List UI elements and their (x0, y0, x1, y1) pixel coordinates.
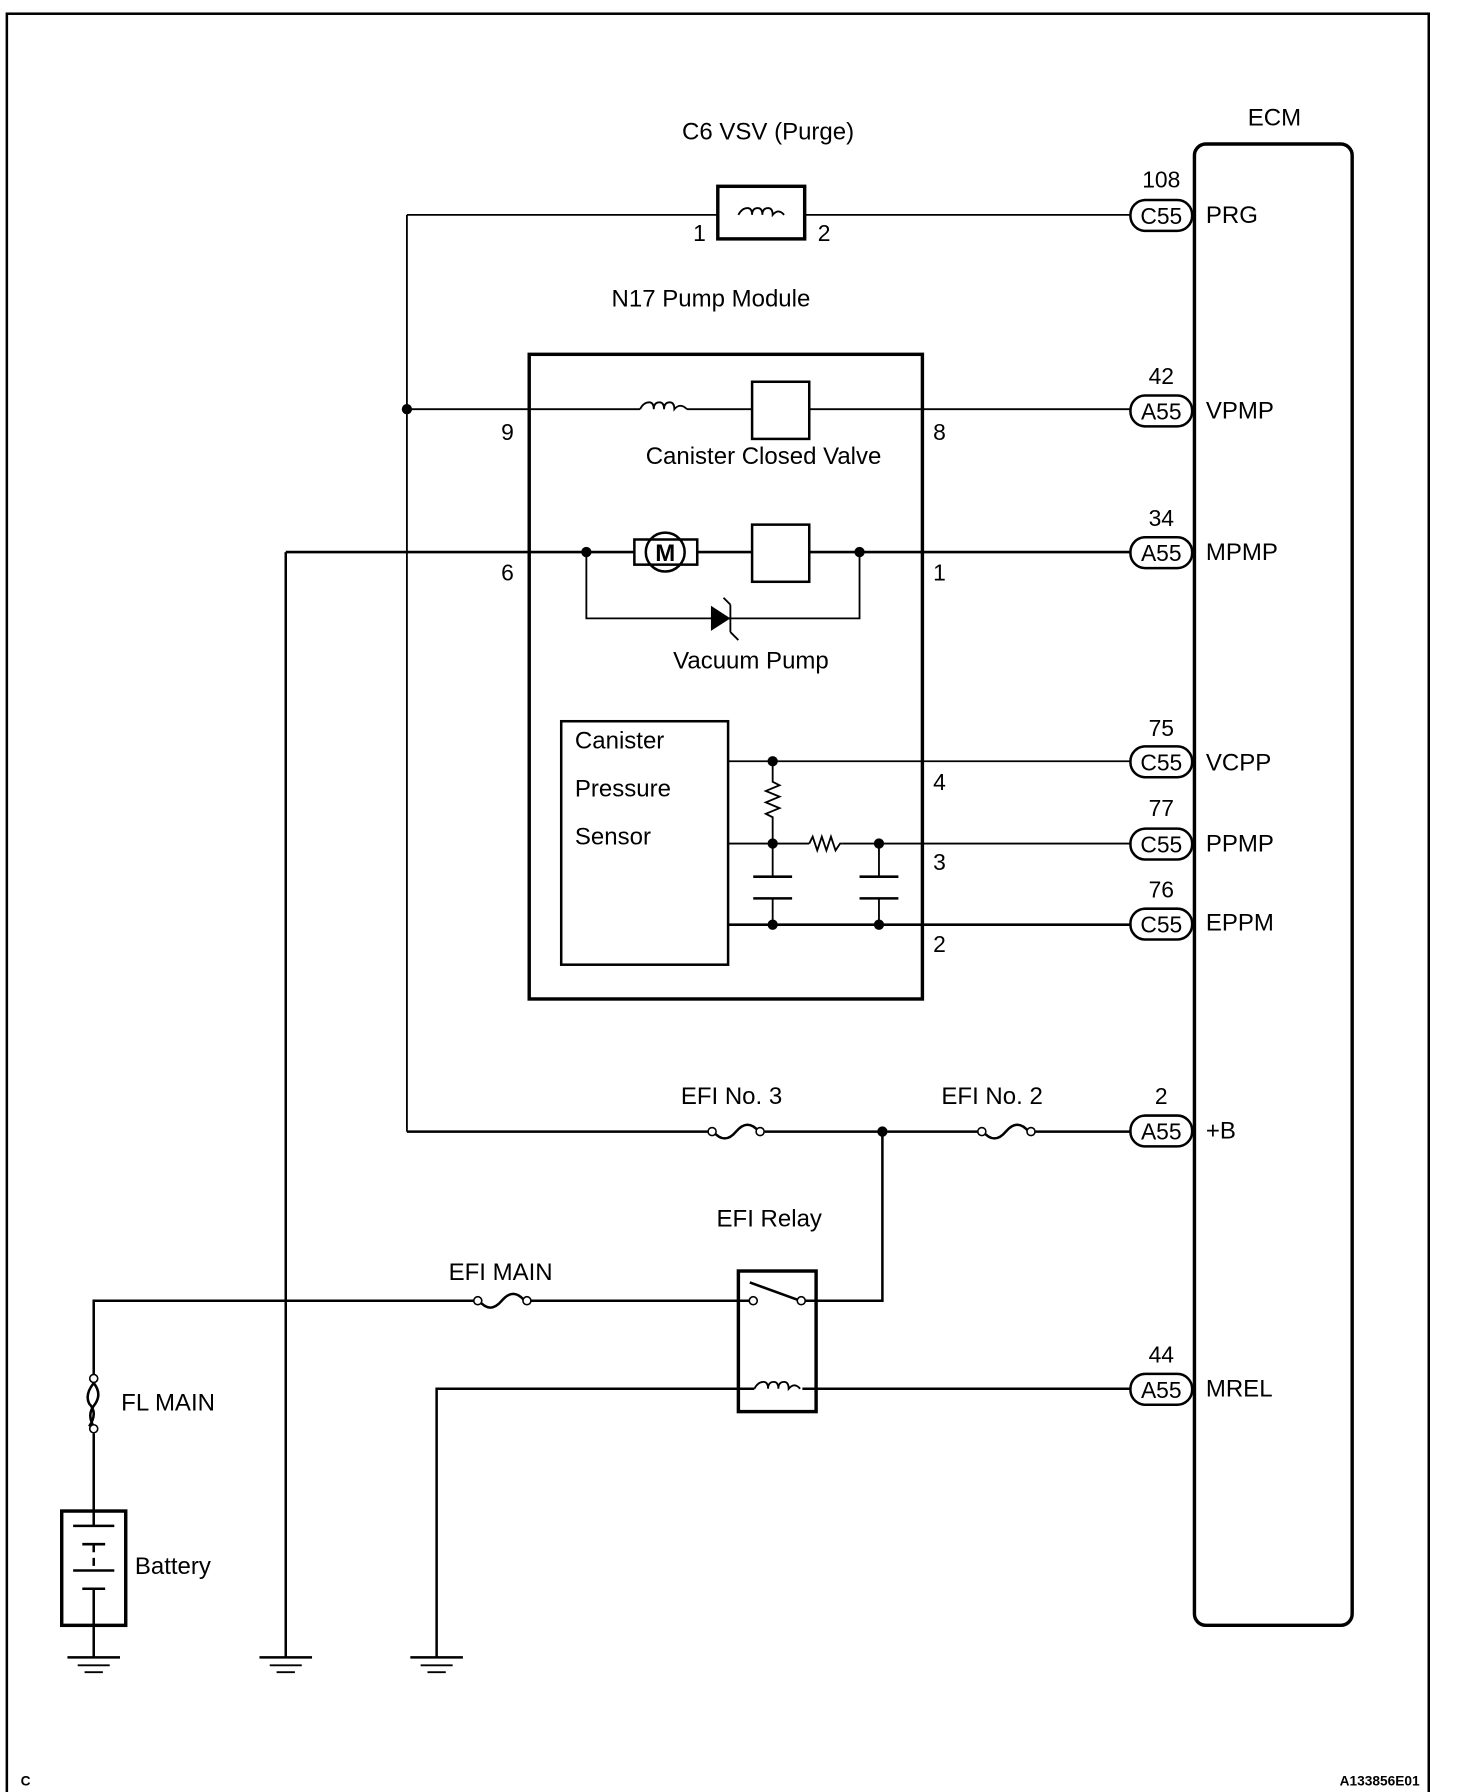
fuse-efi-main-icon (472, 1292, 532, 1309)
capacitor-icon (753, 843, 793, 925)
junction-dot (581, 546, 592, 558)
connector-id: A55 (1141, 540, 1182, 566)
terminal-pin-number: 77 (1149, 795, 1174, 821)
ground-icon (67, 1656, 121, 1674)
motor-icon (644, 531, 686, 573)
terminal-pin-number: 2 (1155, 1083, 1168, 1109)
battery-label: Battery (135, 1553, 211, 1580)
terminal-name: EPPM (1206, 909, 1274, 936)
fuse-efi-no3-icon (707, 1123, 765, 1140)
series-resistor-icon (808, 833, 843, 854)
connector-id: A55 (1141, 398, 1182, 424)
pump-pin-6: 6 (501, 560, 514, 586)
ecm-terminal-eppm: 76 C55 EPPM (1129, 876, 1274, 941)
efi-no2-label: EFI No. 2 (941, 1083, 1042, 1110)
efi-main-label: EFI MAIN (449, 1259, 553, 1286)
pump-module-label: N17 Pump Module (612, 285, 811, 312)
terminal-pin-number: 42 (1149, 363, 1174, 389)
pump-pin-4: 4 (933, 769, 946, 795)
ecm-terminal-ppmp: 77 C55 PPMP (1129, 795, 1274, 861)
terminal-name: VPMP (1206, 397, 1274, 424)
terminal-name: +B (1206, 1117, 1236, 1144)
terminal-name: MREL (1206, 1376, 1273, 1403)
pump-pin-2: 2 (933, 931, 946, 957)
pump-valve-box (750, 523, 811, 584)
terminal-name: VCPP (1206, 749, 1271, 776)
ecm-terminal-vpmp: 42 A55 VPMP (1129, 363, 1274, 428)
vsv-label: C6 VSV (Purge) (682, 118, 854, 145)
sensor-label-line-3: Sensor (575, 824, 651, 851)
terminal-pin-number: 34 (1149, 505, 1175, 531)
canister-closed-valve-box (750, 380, 811, 441)
motor-housing (633, 538, 699, 566)
diagram-frame (5, 12, 1431, 1792)
zener-diode-icon (710, 597, 740, 641)
pullup-resistor-icon (763, 761, 782, 844)
connector-id: C55 (1140, 832, 1182, 858)
wire-battery-supply (92, 1299, 750, 1377)
terminal-name: MPMP (1206, 539, 1278, 566)
connector-id: C55 (1140, 203, 1182, 229)
pump-module-box (527, 352, 925, 1001)
junction-dot (854, 546, 865, 558)
ecm-terminal-b-plus: 2 A55 +B (1129, 1083, 1236, 1148)
pump-pin-3: 3 (933, 849, 946, 875)
pump-pin-1: 1 (933, 560, 946, 586)
efi-no3-label: EFI No. 3 (681, 1083, 782, 1110)
pump-pin-9: 9 (501, 419, 514, 445)
canister-closed-valve-label: Canister Closed Valve (646, 443, 882, 470)
relay-switch-icon (748, 1281, 807, 1306)
connector-badge (1129, 394, 1194, 428)
ecm-box (1192, 142, 1354, 1628)
fl-main-label: FL MAIN (121, 1389, 215, 1416)
fusible-link-fl-main-icon (86, 1373, 100, 1434)
figure-id: A133856E01 (1340, 1773, 1420, 1788)
connector-id: C55 (1140, 749, 1182, 775)
terminal-name: PPMP (1206, 831, 1274, 858)
efi-relay-label: EFI Relay (717, 1205, 822, 1232)
sensor-label-line-2: Pressure (575, 776, 671, 803)
vsv-box (716, 184, 807, 241)
efi-relay-box (736, 1269, 818, 1414)
corner-label: C (21, 1773, 31, 1788)
connector-id: C55 (1140, 912, 1182, 938)
connector-id: A55 (1141, 1119, 1182, 1145)
terminal-pin-number: 76 (1149, 876, 1174, 902)
terminal-pin-number: 75 (1149, 715, 1174, 741)
vacuum-pump-label: Vacuum Pump (673, 648, 829, 675)
ecm-terminal-mrel: 44 A55 MREL (1129, 1341, 1273, 1407)
motor-symbol: M (655, 540, 675, 567)
wire-relay-output (804, 1131, 884, 1302)
ecm-label: ECM (1248, 105, 1301, 132)
ecm-terminal-vcpp: 75 C55 VCPP (1129, 715, 1271, 779)
terminal-pin-number: 108 (1142, 166, 1180, 192)
vsv-pin-2: 2 (818, 220, 831, 246)
sensor-label-line-1: Canister (575, 728, 664, 755)
relay-coil-icon (753, 1380, 801, 1392)
capacitor-icon (859, 843, 899, 925)
vsv-pin-1: 1 (693, 220, 706, 246)
terminal-name: PRG (1206, 202, 1258, 229)
ground-icon (410, 1656, 463, 1674)
connector-id: A55 (1141, 1377, 1182, 1403)
valve-coil-icon (639, 401, 688, 412)
terminal-pin-number: 44 (1149, 1341, 1175, 1367)
pump-pin-8: 8 (933, 419, 946, 445)
battery-cells-icon (73, 1511, 115, 1626)
ground-icon (259, 1656, 313, 1674)
wire-diode-bypass (585, 552, 861, 620)
vsv-coil-icon (737, 207, 785, 218)
ecm-terminal-mpmp: 34 A55 MPMP (1129, 505, 1278, 570)
ecm-terminal-prg: 108 C55 PRG (1129, 166, 1258, 233)
wire-mrel (435, 1387, 1131, 1658)
fuse-efi-no2-icon (977, 1123, 1036, 1140)
